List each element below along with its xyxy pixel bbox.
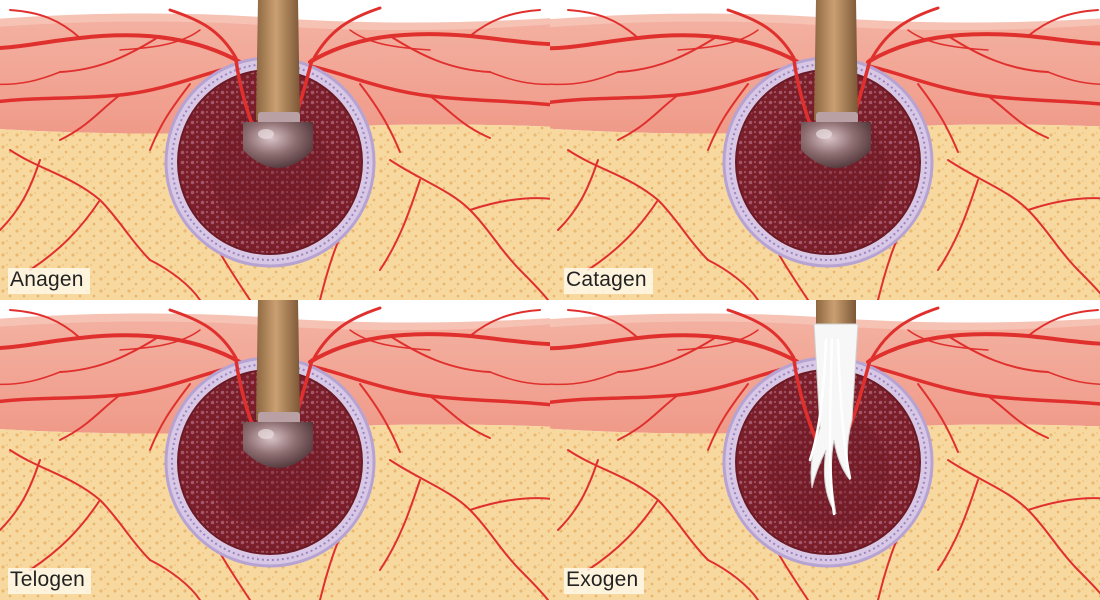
stage-label-catagen: Catagen <box>564 268 653 294</box>
follicle-illustration-telogen <box>0 300 550 600</box>
panel-anagen: Anagen <box>0 0 550 300</box>
panel-exogen: Exogen <box>550 300 1100 600</box>
follicle-illustration-anagen <box>0 0 550 300</box>
follicle-illustration-exogen <box>550 300 1100 600</box>
stage-label-anagen: Anagen <box>8 268 90 294</box>
panel-telogen: Telogen <box>0 300 550 600</box>
stage-label-exogen: Exogen <box>564 568 645 594</box>
stage-label-telogen: Telogen <box>8 568 91 594</box>
follicle-illustration-catagen <box>550 0 1100 300</box>
panel-catagen: Catagen <box>550 0 1100 300</box>
